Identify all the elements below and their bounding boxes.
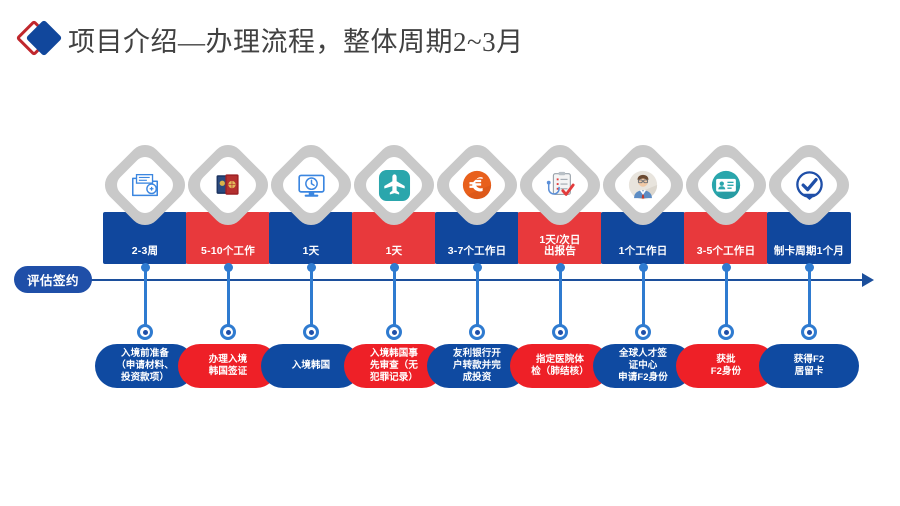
step-description-label: 入境前准备 （申请材料、 投资款项） (116, 348, 174, 383)
connector-stem (724, 267, 728, 332)
monitor-clock-icon (294, 168, 328, 202)
step-icon-inner (527, 152, 593, 218)
connector-node (469, 324, 485, 340)
step-icon-inner (693, 152, 759, 218)
connector-dot (223, 263, 233, 272)
check-circle-icon (792, 168, 826, 202)
step-description-label: 获得F2 居留卡 (793, 354, 825, 377)
step-icon-frame (762, 138, 856, 232)
step-duration-label: 1个工作日 (618, 245, 668, 258)
connector-stem (392, 267, 396, 332)
step-description-label: 友利银行开 户转款并完 成投资 (452, 348, 501, 383)
timeline-axis (20, 279, 870, 281)
connector-stem (226, 267, 230, 332)
step-duration-label: 制卡周期1个月 (773, 245, 845, 258)
connector-stem (475, 267, 479, 332)
step-duration-label: 1天 (385, 245, 403, 258)
connector-node (801, 324, 817, 340)
connector-node (552, 324, 568, 340)
connector-node (220, 324, 236, 340)
step-duration-label: 1天/次日 出报告 (539, 233, 581, 258)
step-description-label: 获批 F2身份 (710, 354, 742, 377)
step-icon-inner (361, 152, 427, 218)
person-avatar-icon (626, 168, 660, 202)
step-icon-inner (776, 152, 842, 218)
step-icon-frame (596, 138, 690, 232)
step-icon-inner (278, 152, 344, 218)
step-icon-inner (112, 152, 178, 218)
step-icon-inner (195, 152, 261, 218)
step-duration-label: 1天 (302, 245, 320, 258)
step-description-label: 指定医院体 检（肺结核） (531, 354, 589, 377)
connector-stem (309, 267, 313, 332)
connector-dot (140, 263, 150, 272)
connector-dot (472, 263, 482, 272)
step-icon-frame (181, 138, 275, 232)
connector-node (718, 324, 734, 340)
connector-dot (638, 263, 648, 272)
page-title: 项目介绍—办理流程，整体周期2~3月 (68, 26, 524, 57)
passports-icon (211, 168, 245, 202)
connector-stem (143, 267, 147, 332)
step-icon-inner (444, 152, 510, 218)
step-description-label: 办理入境 韩国签证 (208, 354, 248, 377)
step-icon-frame (264, 138, 358, 232)
id-card-icon (709, 168, 743, 202)
connector-dot (555, 263, 565, 272)
connector-stem (641, 267, 645, 332)
step-icon-frame (513, 138, 607, 232)
airplane-icon (377, 168, 411, 202)
folder-documents-icon (128, 168, 162, 202)
step-description-capsule: 获得F2 居留卡 (759, 344, 859, 388)
step-icon-frame (98, 138, 192, 232)
diamond-logo-icon (15, 18, 64, 60)
timeline-arrow-icon (862, 273, 874, 287)
connector-stem (558, 267, 562, 332)
step-duration-label: 2-3周 (131, 245, 159, 258)
step-icon-frame (347, 138, 441, 232)
connector-dot (721, 263, 731, 272)
step-duration-label: 3-7个工作日 (447, 245, 507, 258)
connector-node (303, 324, 319, 340)
step-description-capsule: 获批 F2身份 (676, 344, 776, 388)
step-duration-label: 3-5个工作日 (696, 245, 756, 258)
connector-dot (804, 263, 814, 272)
step-icon-inner (610, 152, 676, 218)
timeline-start-label: 评估签约 (14, 266, 92, 293)
step-description-label: 入境韩国事 先审查（无 犯罪记录） (369, 348, 418, 383)
page-header: 项目介绍—办理流程，整体周期2~3月 (15, 16, 524, 62)
connector-node (137, 324, 153, 340)
medical-clipboard-icon (543, 168, 577, 202)
connector-node (635, 324, 651, 340)
connector-dot (306, 263, 316, 272)
step-description-label: 入境韩国 (291, 360, 331, 372)
step-duration-label: 5-10个工作 (201, 245, 255, 258)
step-icon-frame (679, 138, 773, 232)
euro-coin-icon (460, 168, 494, 202)
step-icon-frame (430, 138, 524, 232)
step-description-label: 全球人才签 证中心 申请F2身份 (618, 348, 668, 383)
connector-dot (389, 263, 399, 272)
connector-stem (807, 267, 811, 332)
connector-node (386, 324, 402, 340)
